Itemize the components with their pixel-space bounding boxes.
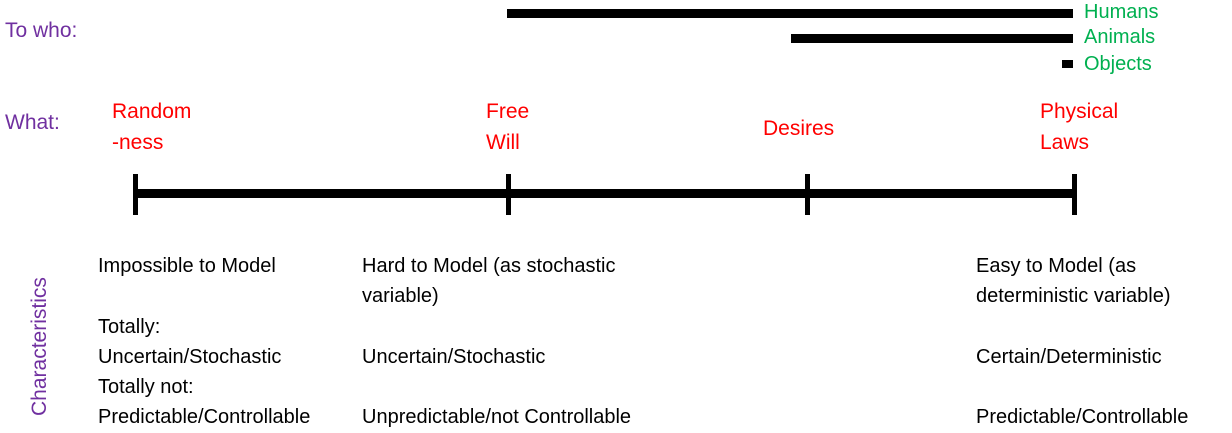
row-label-characteristics: Characteristics (28, 277, 51, 416)
concept-physical-laws: Physical Laws (1040, 96, 1118, 158)
c3-predictable: Predictable/Controllable (976, 406, 1189, 428)
spectrum-axis (134, 189, 1076, 198)
row-label-what: What: (5, 111, 60, 134)
concept-desires: Desires (763, 113, 834, 144)
concept-free-will: Free Will (486, 96, 529, 158)
c1-predictable: Predictable/Controllable (98, 406, 311, 428)
concept-free-will-line2: Will (486, 131, 520, 154)
c2-uncertain: Uncertain/Stochastic (362, 346, 546, 368)
concept-randomness-line2: -ness (112, 131, 164, 154)
c3-model-line2: deterministic variable) (976, 285, 1171, 307)
c2-model-line2: variable) (362, 285, 439, 307)
tick-desires (805, 174, 810, 215)
concept-physical-laws-line2: Laws (1040, 131, 1090, 154)
c3-certain: Certain/Deterministic (976, 346, 1162, 368)
c1-uncertain: Uncertain/Stochastic (98, 346, 282, 368)
c2-model-line1: Hard to Model (as stochastic (362, 255, 616, 277)
c2-predictable: Unpredictable/not Controllable (362, 406, 632, 428)
c1-totally-not: Totally not: (98, 376, 194, 398)
tick-physical-laws (1072, 174, 1077, 215)
tick-randomness (133, 174, 138, 215)
c1-totally: Totally: (98, 316, 161, 338)
humans-bar (507, 9, 1073, 18)
concept-physical-laws-line1: Physical (1040, 100, 1119, 123)
c3-model-line1: Easy to Model (as (976, 255, 1137, 277)
concept-desires-line1: Desires (763, 117, 835, 140)
concept-randomness: Random -ness (112, 96, 191, 158)
who-label-objects: Objects (1084, 53, 1152, 75)
row-label-to-who: To who: (5, 19, 78, 42)
tick-free-will (506, 174, 511, 215)
who-label-animals: Animals (1084, 26, 1156, 48)
concept-randomness-line1: Random (112, 100, 192, 123)
c1-model: Impossible to Model (98, 255, 276, 277)
animals-bar (791, 34, 1073, 43)
who-label-humans: Humans (1084, 1, 1159, 23)
concept-free-will-line1: Free (486, 100, 530, 123)
objects-bar (1062, 60, 1073, 68)
